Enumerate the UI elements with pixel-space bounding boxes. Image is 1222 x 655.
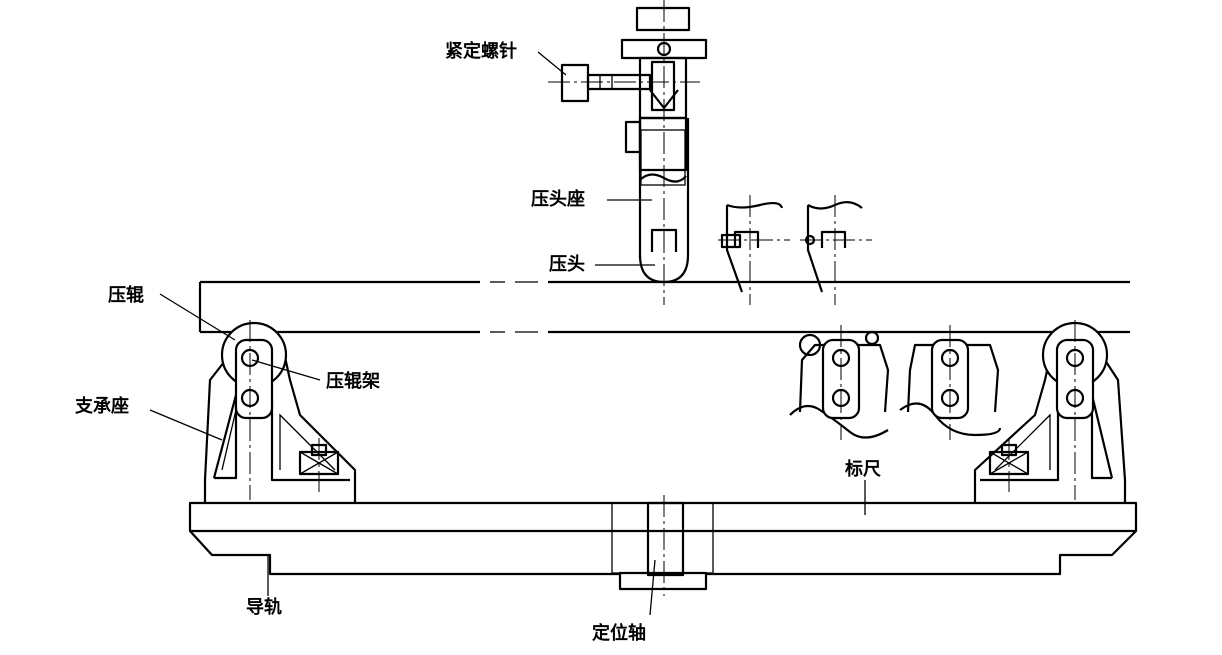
label-set-screw: 紧定螺针 <box>445 41 517 62</box>
workpiece-beam <box>198 280 1130 334</box>
locating-shaft <box>611 495 714 616</box>
label-press-roller: 压辊 <box>108 285 144 306</box>
label-support-seat: 支承座 <box>75 396 129 417</box>
label-press-head: 压头 <box>549 254 585 275</box>
base-rail <box>188 480 1138 596</box>
label-roller-frame: 压辊架 <box>326 371 380 392</box>
label-locating-shaft: 定位轴 <box>592 623 646 644</box>
left-support-seat <box>203 320 357 503</box>
right-support-seat <box>973 320 1127 503</box>
press-head-assembly <box>548 0 708 305</box>
alternate-press-heads <box>718 195 872 305</box>
label-guide-rail: 导轨 <box>246 597 282 618</box>
label-scale: 标尺 <box>845 459 881 480</box>
leader-lines <box>149 51 655 441</box>
middle-roller-units <box>789 325 1002 440</box>
label-press-head-seat: 压头座 <box>531 189 585 210</box>
